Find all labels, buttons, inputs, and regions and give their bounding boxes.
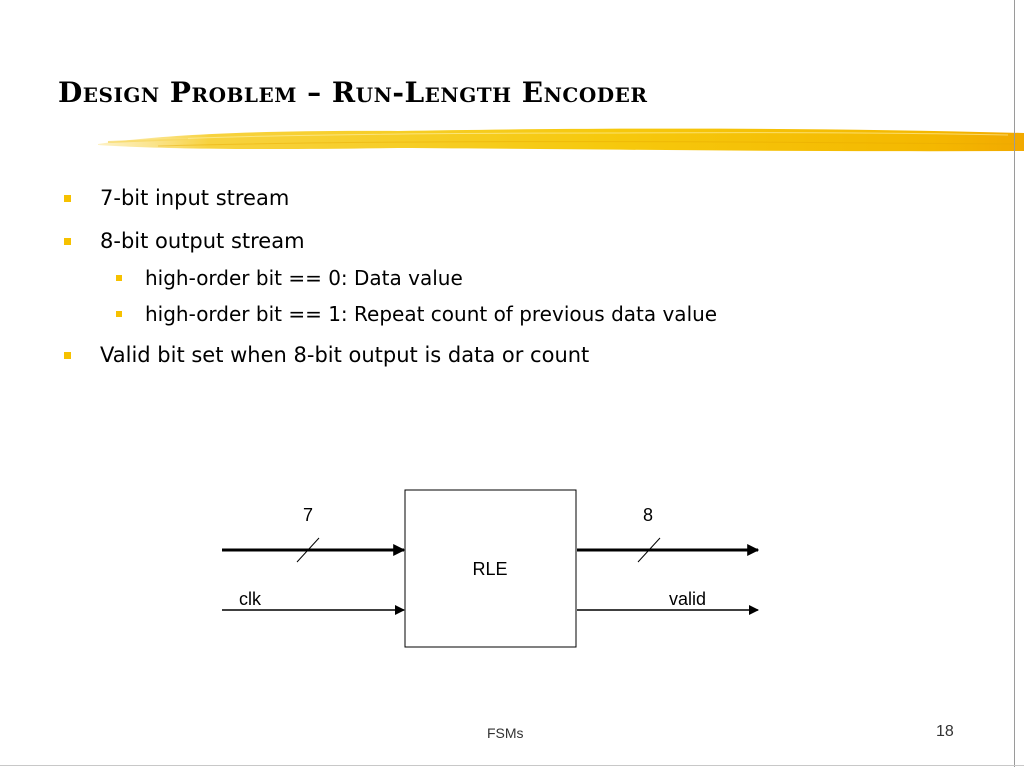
sub-bullet-text: high-order bit == 1: Repeat count of pre… xyxy=(145,302,718,326)
bullet-text: 8-bit output stream xyxy=(100,229,305,253)
bullet-square-icon xyxy=(116,275,122,281)
page-number: 18 xyxy=(936,723,954,740)
bullet-square-icon xyxy=(64,352,71,359)
rle-block xyxy=(404,489,577,648)
bullet-square-icon xyxy=(64,195,71,202)
bottom-edge-rule xyxy=(0,765,1024,766)
bullet-text: 7-bit input stream xyxy=(100,186,290,210)
bullet-text: Valid bit set when 8-bit output is data … xyxy=(100,343,590,367)
right-edge-rule xyxy=(1014,0,1015,767)
clk-label: clk xyxy=(239,589,262,609)
sub-bullet-text: high-order bit == 0: Data value xyxy=(145,266,463,290)
bullet-square-icon xyxy=(64,238,71,245)
valid-label: valid xyxy=(669,589,706,609)
input-bus-width-slash xyxy=(296,537,320,563)
input-bus-width-label: 7 xyxy=(303,505,313,525)
slide-title: Design Problem – Run-Length Encoder xyxy=(58,76,648,109)
bullet-square-icon xyxy=(116,311,122,317)
title-underline-brushstroke xyxy=(98,128,1024,152)
footer-text: FSMs xyxy=(487,725,524,741)
output-bus-width-slash xyxy=(637,537,661,563)
output-bus-width-label: 8 xyxy=(643,505,653,525)
rle-block-label: RLE xyxy=(472,559,507,579)
bullet-list: 7-bit input stream 8-bit output stream h… xyxy=(64,186,718,367)
